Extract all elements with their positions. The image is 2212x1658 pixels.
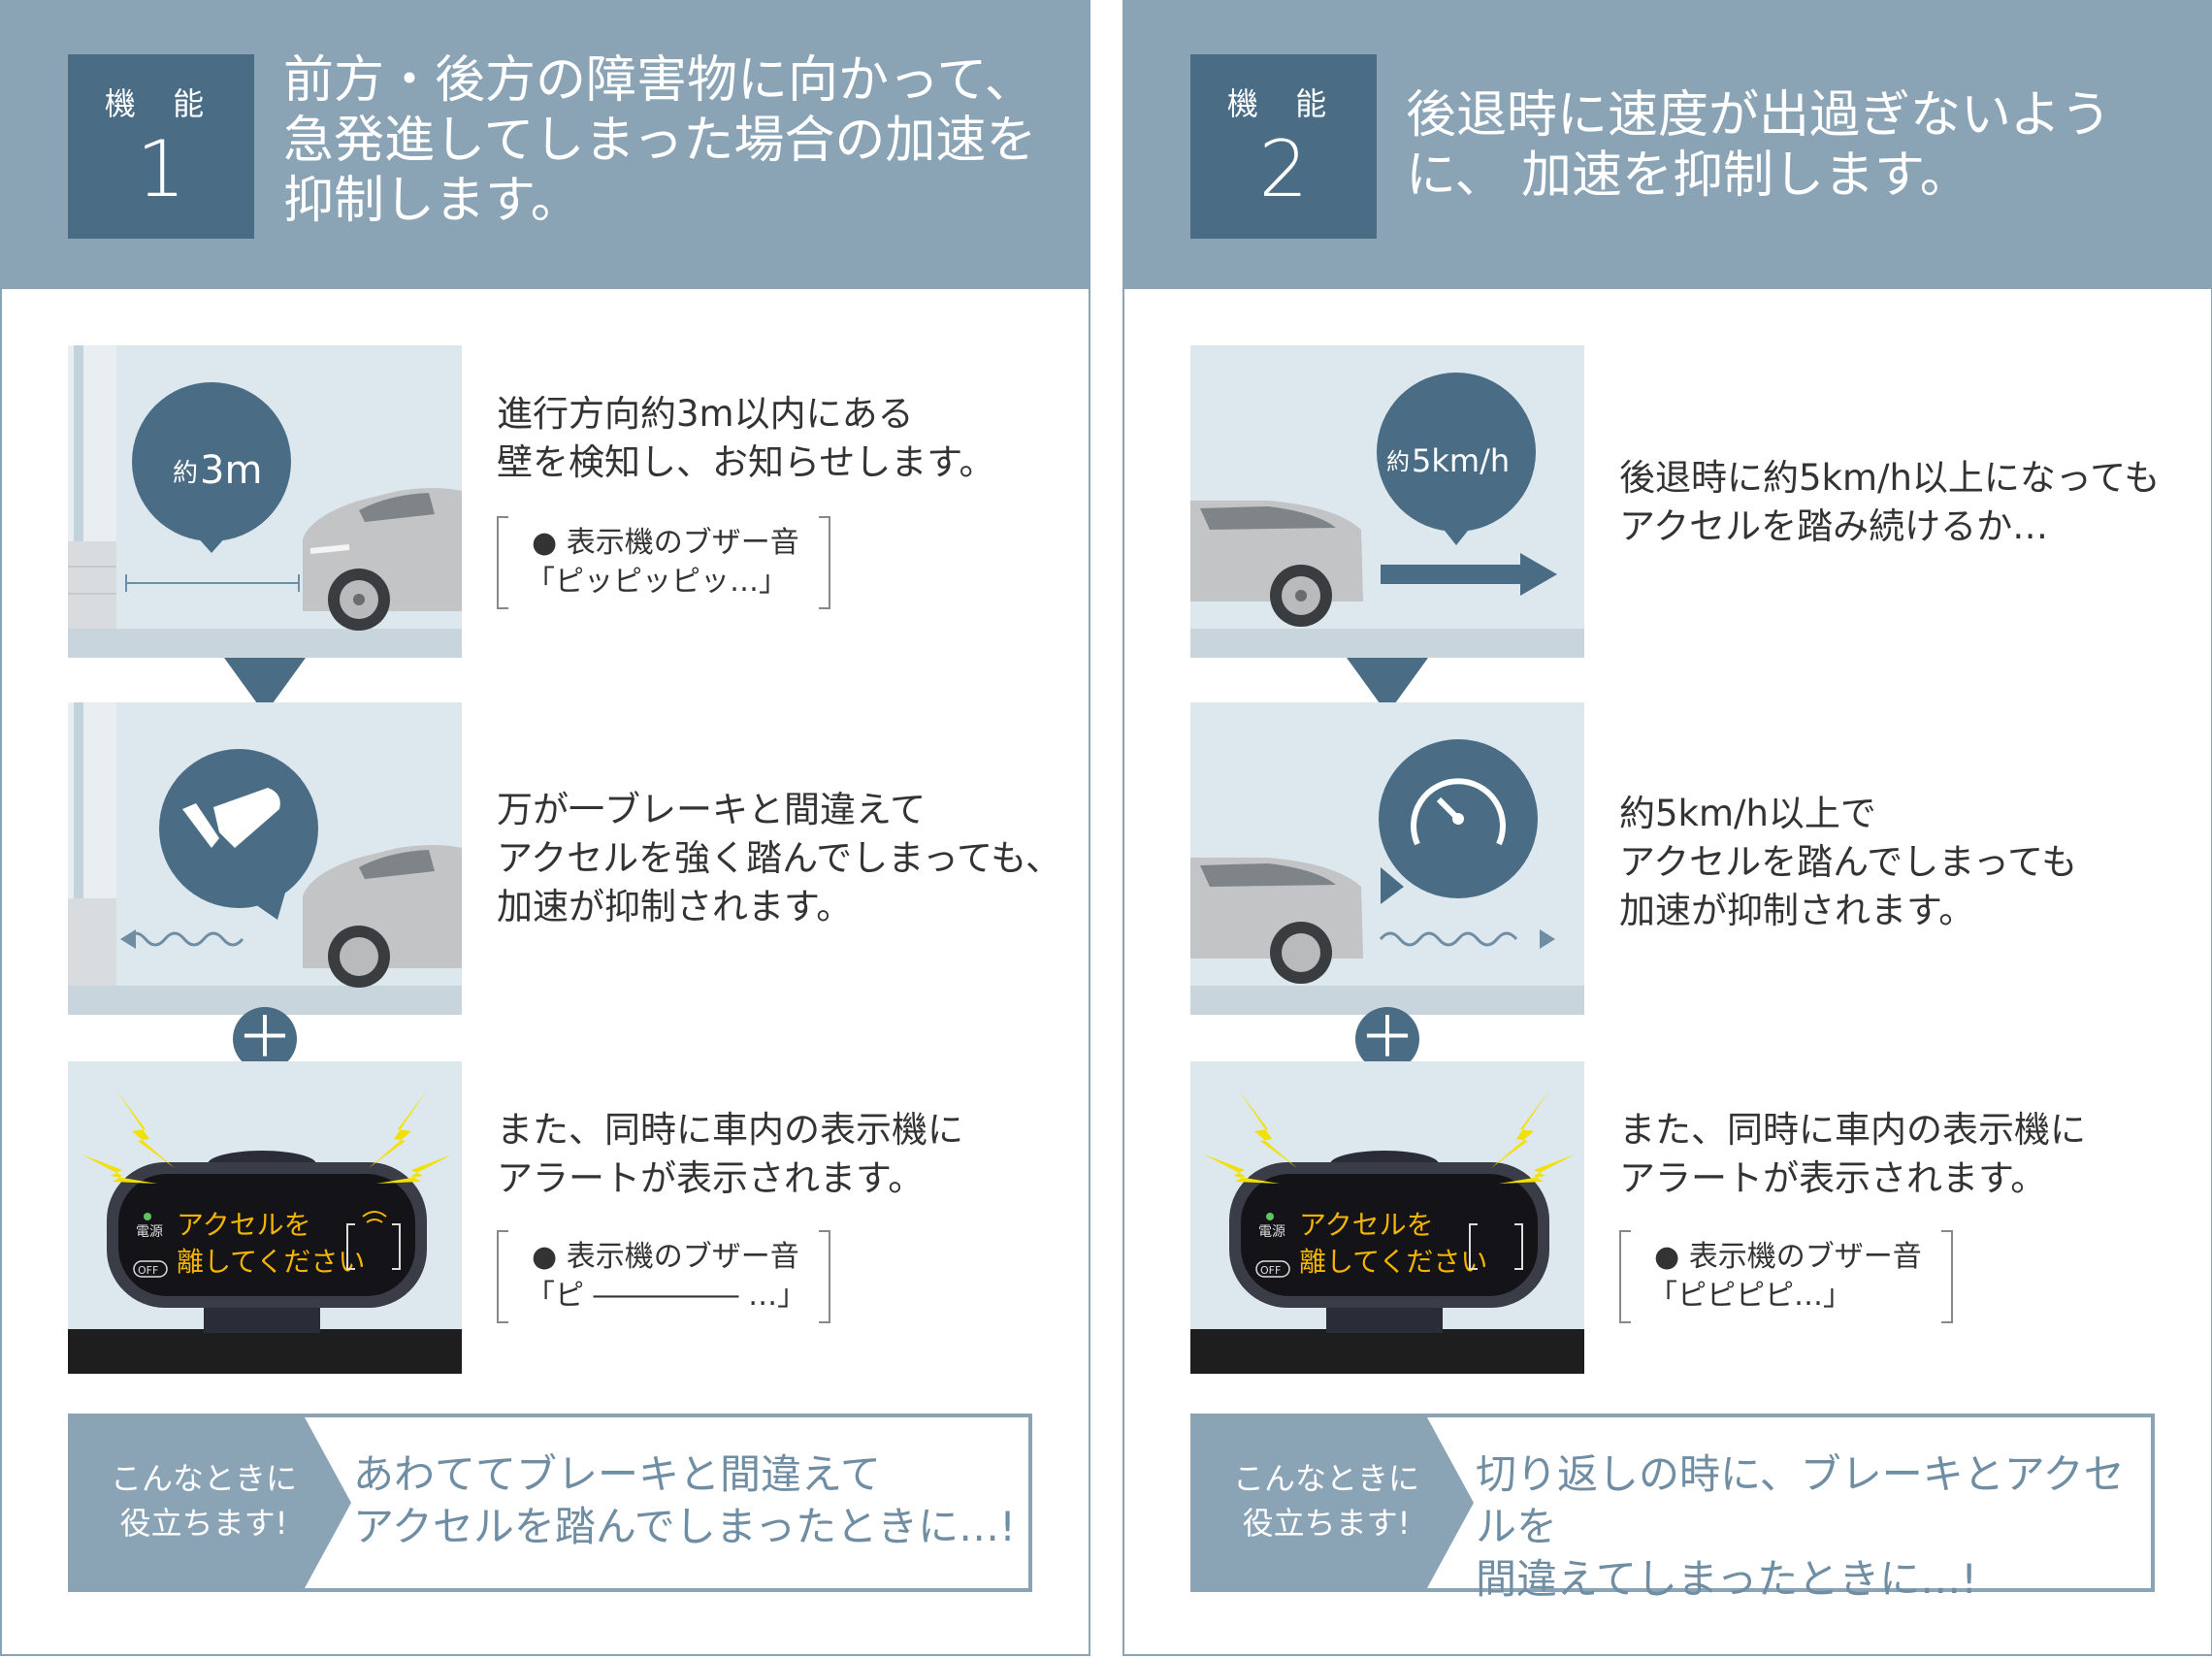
- svg-text:OFF: OFF: [1260, 1264, 1281, 1277]
- svg-text:電源: 電源: [1258, 1224, 1285, 1240]
- lightning-icon: [81, 1090, 452, 1184]
- svg-text:約: 約: [173, 459, 198, 488]
- feature-panel-2: 機 能 2 後退時に速度が出過ぎないように、 加速を抑制します。 約 5km/h: [1122, 0, 2212, 1656]
- speedometer-icon: [1379, 739, 1538, 904]
- svg-text:3m: 3m: [200, 448, 262, 493]
- buzzer-note-1: ● 表示機のブザー音 「ピッピッピッ…」: [497, 516, 830, 609]
- svg-text:電源: 電源: [136, 1224, 163, 1240]
- step3-description: また、同時に車内の表示機に アラートが表示されます。: [1619, 1109, 2086, 1199]
- svg-text:アクセルを: アクセルを: [1299, 1209, 1434, 1241]
- scene-wall-detection: 約 3m: [68, 345, 462, 658]
- scene-display-alert: 電源 OFF アクセルを 離してください: [68, 1061, 462, 1374]
- use-case-tag: こんなときに 役立ちます!: [72, 1417, 351, 1588]
- use-case-text: あわててブレーキと間違えて アクセルを踏んでしまったときに…!: [353, 1450, 1016, 1550]
- badge-label: 機 能: [104, 85, 218, 122]
- step2-description: 万が一ブレーキと間違えて アクセルを強く踏んでしまっても、 加速が抑制されます。: [497, 789, 1062, 927]
- svg-text:アクセルを: アクセルを: [177, 1209, 311, 1241]
- plus-icon: ＋: [1355, 1007, 1419, 1071]
- scene-speed-suppression: [1190, 702, 1584, 1015]
- feature-panel-1: 機 能 1 前方・後方の障害物に向かって、 急発進してしまった場合の加速を 抑制…: [0, 0, 1090, 1656]
- svg-text:5km/h: 5km/h: [1412, 442, 1510, 479]
- feature-badge: 機 能 2: [1190, 54, 1377, 239]
- badge-label: 機 能: [1226, 85, 1341, 122]
- scene-display-alert: 電源 OFF アクセルを 離してください: [1190, 1061, 1584, 1374]
- scene-accel-suppression: [68, 702, 462, 1015]
- lightning-icon: [1204, 1090, 1575, 1184]
- buzzer-label: ● 表示機のブザー音: [532, 526, 799, 560]
- step2-description: 約5km/h以上で アクセルを踏んでしまっても 加速が抑制されます。: [1619, 793, 2078, 931]
- panel-title: 後退時に速度が出過ぎないように、 加速を抑制します。: [1406, 86, 2111, 205]
- badge-number: 2: [1258, 124, 1309, 214]
- buzzer-note-2: ● 表示機のブザー音 「ピピピピ…」: [1619, 1230, 1953, 1323]
- speed-bubble: 約 5km/h: [1377, 373, 1536, 545]
- scene-reverse-speed: 約 5km/h: [1190, 345, 1584, 658]
- foot-pedal-icon: [159, 749, 318, 920]
- buzzer-sound: 「ピ ――――― …」: [526, 1279, 807, 1313]
- svg-text:離してください: 離してください: [1299, 1246, 1487, 1278]
- use-case-box: こんなときに 役立ちます! あわててブレーキと間違えて アクセルを踏んでしまった…: [68, 1414, 1032, 1592]
- badge-number: 1: [136, 124, 186, 214]
- buzzer-sound: 「ピッピッピッ…」: [526, 565, 788, 599]
- use-case-box: こんなときに 役立ちます! 切り返しの時に、ブレーキとアクセルを 間違えてしまっ…: [1190, 1414, 2155, 1603]
- svg-text:OFF: OFF: [138, 1264, 158, 1277]
- panel-title: 前方・後方の障害物に向かって、 急発進してしまった場合の加速を 抑制します。: [283, 51, 1037, 230]
- panel-header: 機 能 2 後退時に速度が出過ぎないように、 加速を抑制します。: [1124, 2, 2211, 289]
- step3-description: また、同時に車内の表示機に アラートが表示されます。: [497, 1109, 963, 1199]
- distance-bubble: 約 3m: [132, 382, 291, 553]
- step1-description: 後退時に約5km/h以上になっても アクセルを踏み続けるか…: [1619, 457, 2161, 547]
- svg-text:離してください: 離してください: [177, 1246, 365, 1278]
- buzzer-sound: 「ピピピピ…」: [1648, 1279, 1852, 1313]
- use-case-text: 切り返しの時に、ブレーキとアクセルを 間違えてしまったときに…!: [1476, 1450, 2125, 1603]
- svg-text:約: 約: [1386, 448, 1410, 475]
- buzzer-label: ● 表示機のブザー音: [532, 1240, 799, 1274]
- plus-icon: ＋: [233, 1007, 297, 1071]
- car-illustration: [303, 488, 462, 631]
- car-illustration: [303, 845, 462, 988]
- panel-header: 機 能 1 前方・後方の障害物に向かって、 急発進してしまった場合の加速を 抑制…: [2, 2, 1089, 289]
- feature-badge: 機 能 1: [68, 54, 254, 239]
- car-illustration: [1190, 501, 1363, 627]
- wall-illustration: [68, 345, 116, 629]
- car-illustration: [1190, 858, 1363, 984]
- use-case-tag: こんなときに 役立ちます!: [1194, 1417, 1474, 1588]
- step1-description: 進行方向約3m以内にある 壁を検知し、お知らせします。: [497, 393, 995, 483]
- buzzer-note-2: ● 表示機のブザー音 「ピ ――――― …」: [497, 1230, 830, 1323]
- buzzer-label: ● 表示機のブザー音: [1654, 1240, 1922, 1274]
